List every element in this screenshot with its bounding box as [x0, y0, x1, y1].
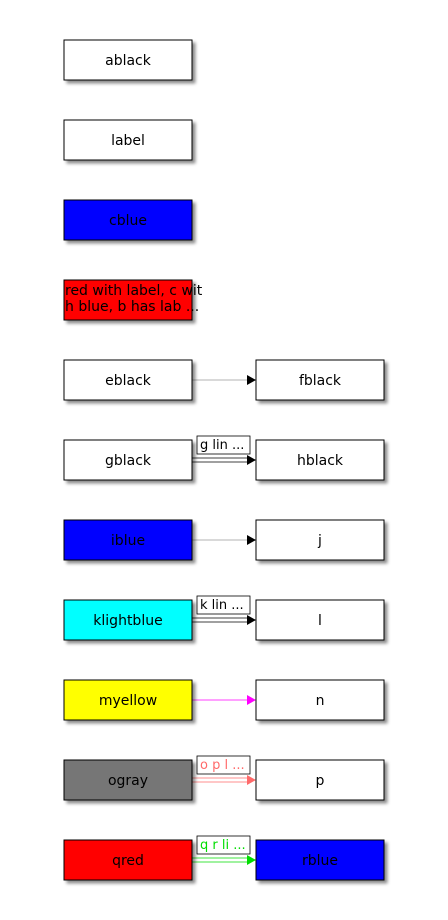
node-label-f: fblack [299, 373, 342, 389]
node-box-d [63, 279, 193, 321]
node-o[interactable]: ogray [63, 759, 193, 801]
node-label-h: hblack [297, 453, 344, 469]
node-box-l [255, 599, 385, 641]
arrowhead-o-p [247, 775, 256, 785]
node-label-k: klightblue [93, 613, 162, 629]
node-box-c [63, 199, 193, 241]
node-box-m [63, 679, 193, 721]
edge-label-o-p: o p l ... [200, 758, 245, 773]
nodes-layer: ablack label cblue red with label, c with b… [63, 39, 385, 881]
edge-label-k-l: k lin ... [200, 598, 244, 613]
node-label-e: eblack [105, 373, 152, 389]
node-label-g: gblack [105, 453, 152, 469]
node-box-q [63, 839, 193, 881]
node-i[interactable]: iblue [63, 519, 193, 561]
node-label-q: qred [112, 853, 144, 869]
node-p[interactable]: p [255, 759, 385, 801]
node-box-p [255, 759, 385, 801]
edge-label-box-q-r [196, 835, 251, 855]
node-label-o: ogray [108, 773, 148, 789]
node-box-g [63, 439, 193, 481]
node-h[interactable]: hblack [255, 439, 385, 481]
node-label[interactable]: label [63, 119, 193, 161]
edge-label-box-k-l [196, 595, 251, 615]
edge-o-p[interactable]: o p l ... [192, 755, 256, 785]
node-box-e [63, 359, 193, 401]
node-d[interactable]: red with label, c with blue, b has lab .… [63, 279, 203, 321]
edge-e-f[interactable] [192, 375, 256, 385]
edge-k-l[interactable]: k lin ... [192, 595, 256, 625]
node-label-n: n [316, 693, 325, 709]
edge-label-q-r: q r li ... [200, 838, 246, 853]
edge-g-h[interactable]: g lin ... [192, 435, 256, 465]
node-label-d-line1: h blue, b has lab ... [65, 299, 199, 315]
node-e[interactable]: eblack [63, 359, 193, 401]
edge-i-j[interactable] [192, 535, 256, 545]
node-f[interactable]: fblack [255, 359, 385, 401]
edge-label-g-h: g lin ... [200, 438, 244, 453]
node-l[interactable]: l [255, 599, 385, 641]
node-box-o [63, 759, 193, 801]
arrowhead-q-r [247, 855, 256, 865]
node-label-i: iblue [111, 533, 145, 549]
node-box-label [63, 119, 193, 161]
node-a[interactable]: ablack [63, 39, 193, 81]
node-c[interactable]: cblue [63, 199, 193, 241]
node-label-j: j [317, 533, 322, 549]
node-n[interactable]: n [255, 679, 385, 721]
arrowhead-g-h [247, 455, 256, 465]
node-box-n [255, 679, 385, 721]
node-box-k [63, 599, 193, 641]
node-box-i [63, 519, 193, 561]
node-box-h [255, 439, 385, 481]
edge-q-r[interactable]: q r li ... [192, 835, 256, 865]
node-label-r: rblue [302, 853, 338, 869]
node-k[interactable]: klightblue [63, 599, 193, 641]
node-label-a: ablack [105, 53, 152, 69]
node-box-f [255, 359, 385, 401]
edge-label-box-o-p [196, 755, 251, 775]
node-label-c: cblue [109, 213, 147, 229]
node-label-label: label [111, 133, 145, 149]
arrowhead-i-j [247, 535, 256, 545]
arrowhead-e-f [247, 375, 256, 385]
node-label-l: l [318, 613, 322, 629]
node-box-j [255, 519, 385, 561]
node-label-d-line0: red with label, c wit [65, 283, 203, 299]
node-label-m: myellow [99, 693, 157, 709]
node-label-p: p [316, 773, 325, 789]
arrowhead-k-l [247, 615, 256, 625]
node-box-r [255, 839, 385, 881]
edges-layer: g lin ... k lin ... o p l ... q r li ... [192, 375, 256, 865]
node-r[interactable]: rblue [255, 839, 385, 881]
node-box-a [63, 39, 193, 81]
edge-m-n[interactable] [192, 695, 256, 705]
arrowhead-m-n [247, 695, 256, 705]
node-g[interactable]: gblack [63, 439, 193, 481]
node-j[interactable]: j [255, 519, 385, 561]
edge-label-box-g-h [196, 435, 251, 455]
node-q[interactable]: qred [63, 839, 193, 881]
node-m[interactable]: myellow [63, 679, 193, 721]
